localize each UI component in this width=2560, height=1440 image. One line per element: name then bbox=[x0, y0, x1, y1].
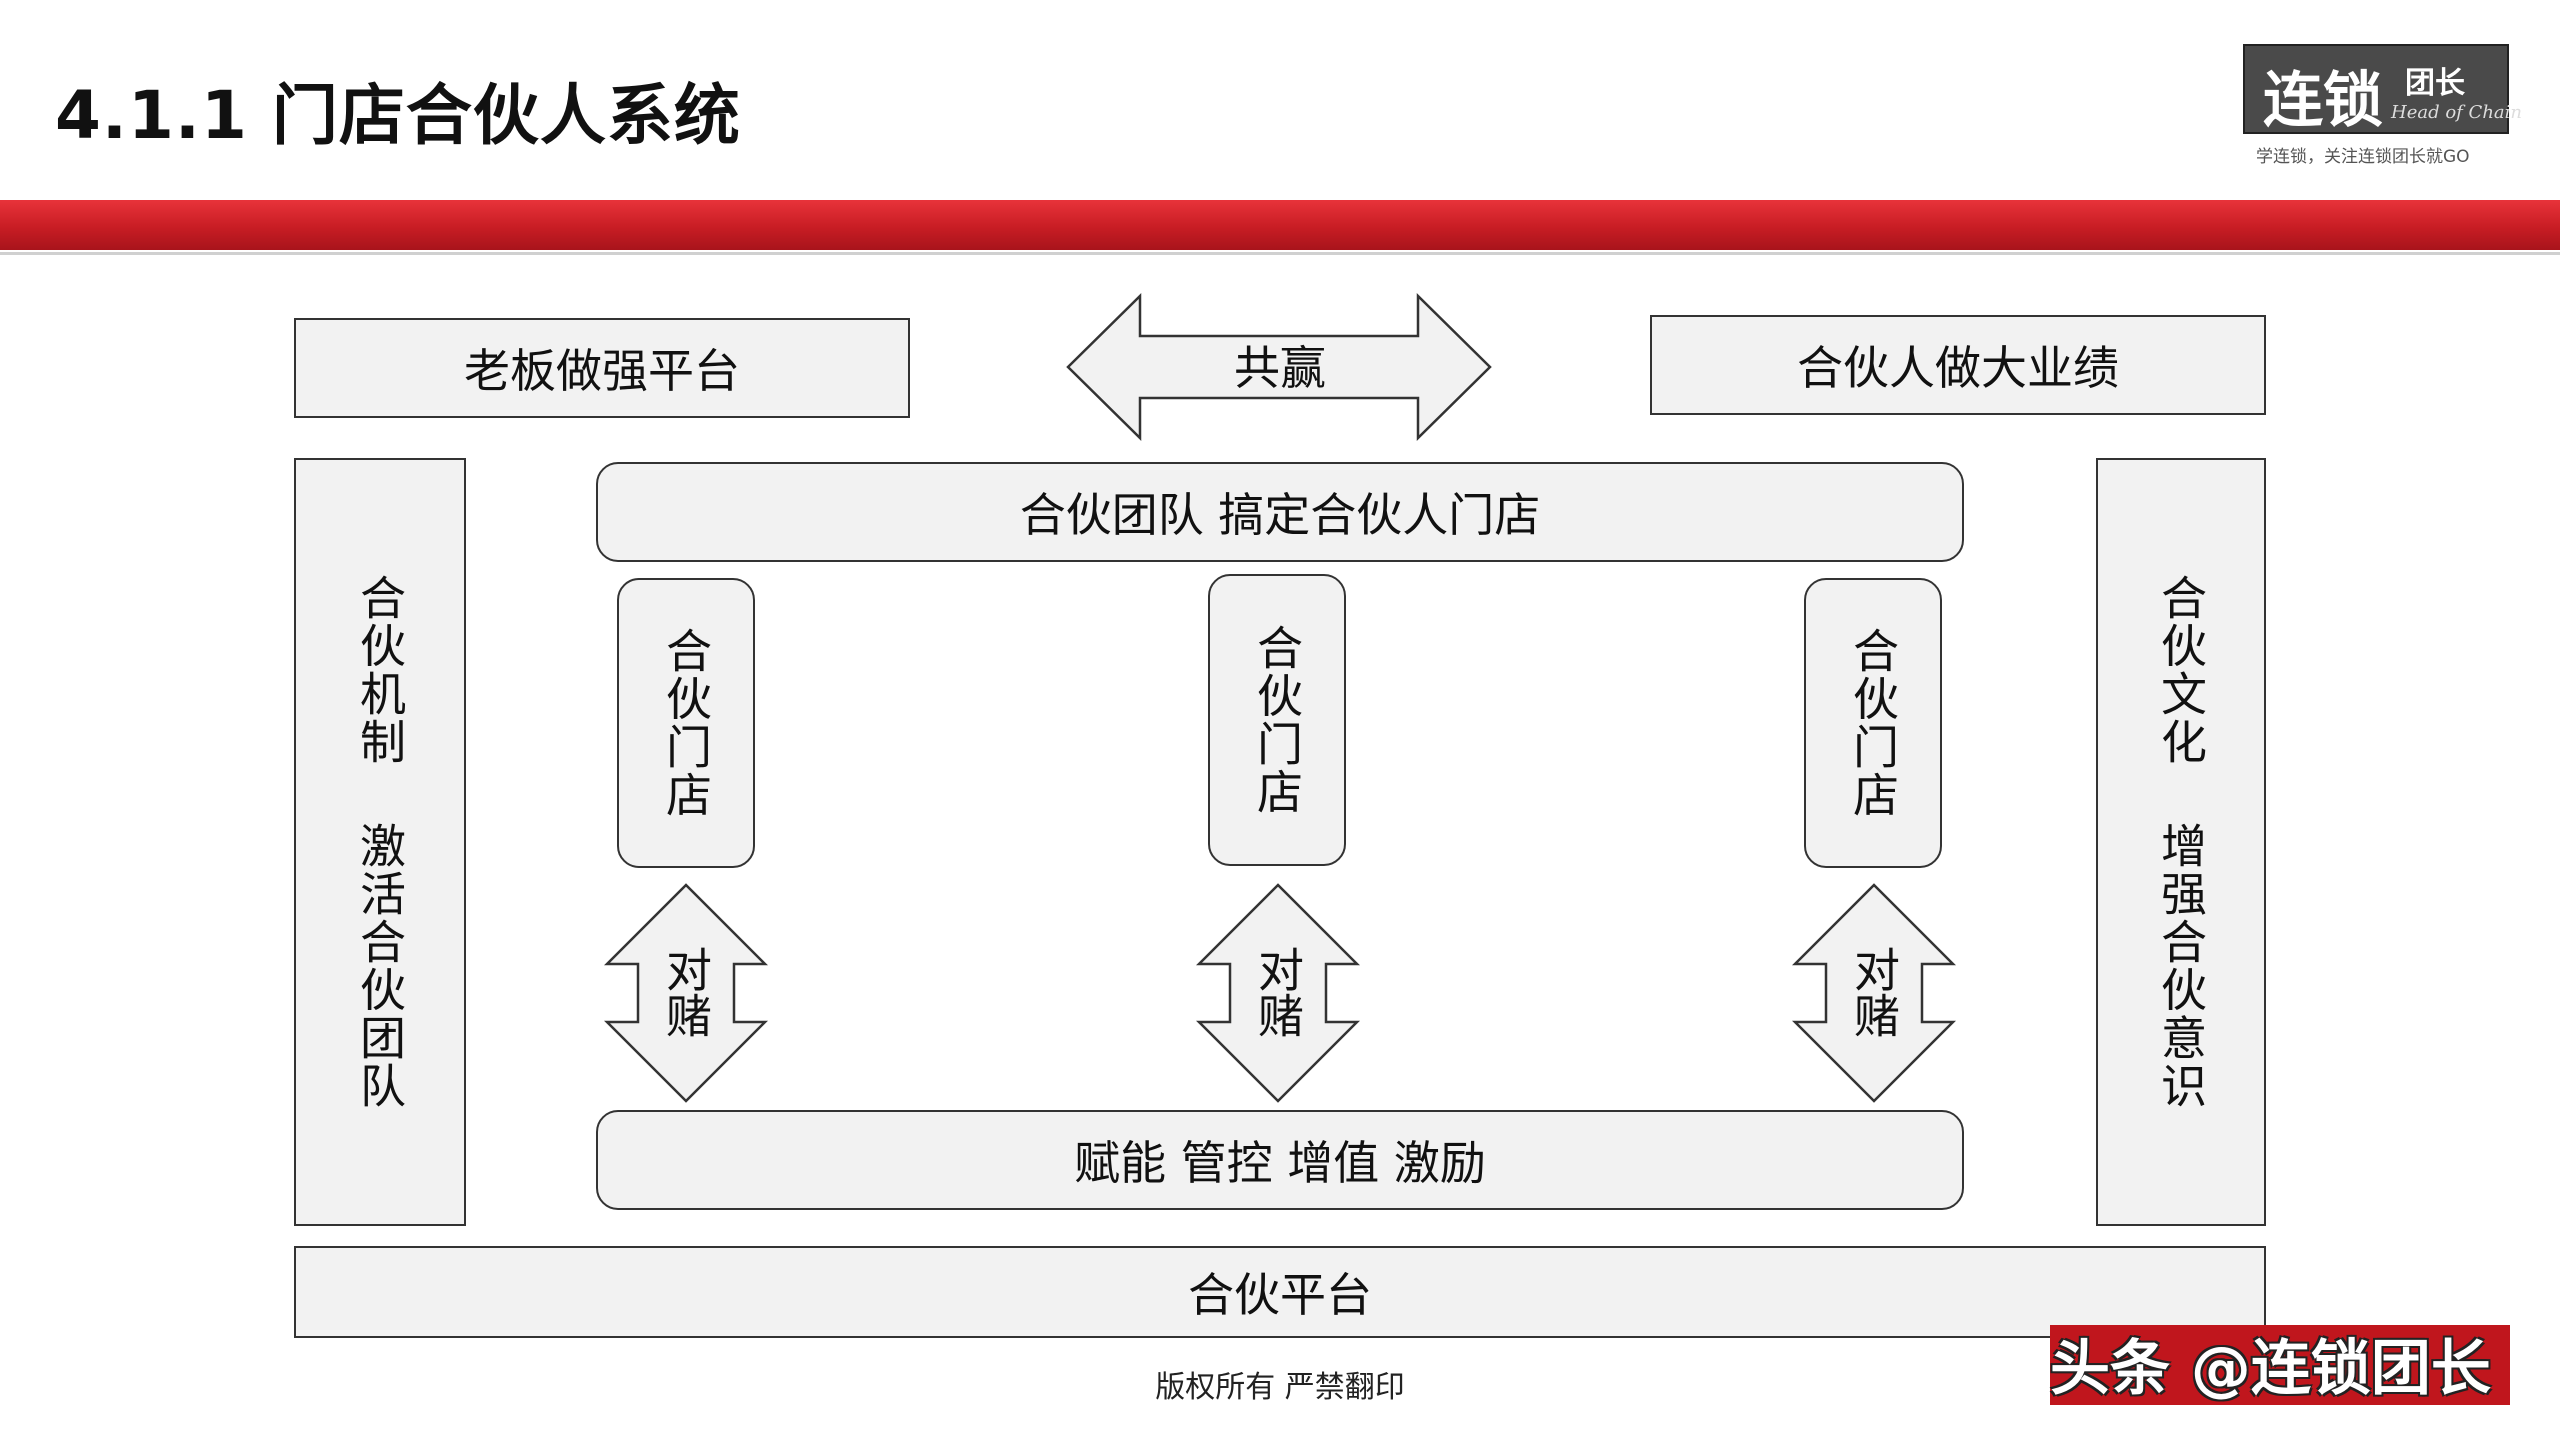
page-title: 4.1.1 门店合伙人系统 bbox=[55, 77, 741, 154]
bet-label-text: 对赌 bbox=[659, 946, 713, 1038]
partner-team-label: 合伙团队 搞定合伙人门店 bbox=[1019, 488, 1541, 542]
partner-store-label: 合伙门店 bbox=[1250, 624, 1304, 816]
watermark-background bbox=[2050, 1325, 2510, 1405]
boss-platform-label: 老板做强平台 bbox=[464, 344, 740, 398]
bet-double-arrow bbox=[1196, 883, 1360, 1103]
partner-store-box: 合伙门店 bbox=[1208, 574, 1346, 866]
copyright-notice: 版权所有 严禁翻印 bbox=[1155, 1370, 1405, 1405]
empower-control-label: 赋能 管控 增值 激励 bbox=[1074, 1136, 1486, 1190]
partner-platform-bar: 合伙平台 bbox=[294, 1246, 2266, 1338]
logo-sub-text: 团长 bbox=[2405, 66, 2465, 101]
bet-label-text: 对赌 bbox=[1251, 946, 1305, 1038]
bet-label-text: 对赌 bbox=[1847, 946, 1901, 1038]
win-win-label: 共赢 bbox=[1234, 341, 1326, 395]
win-win-double-arrow bbox=[1066, 293, 1492, 441]
boss-platform-box: 老板做强平台 bbox=[294, 318, 910, 418]
partner-performance-label: 合伙人做大业绩 bbox=[1797, 341, 2119, 395]
bet-label: 对赌 bbox=[1828, 932, 1920, 1052]
bet-double-arrow bbox=[604, 883, 768, 1103]
bet-double-arrow bbox=[1792, 883, 1956, 1103]
logo-tagline: 学连锁，关注连锁团长就GO bbox=[2256, 147, 2470, 167]
empower-control-bar: 赋能 管控 增值 激励 bbox=[596, 1110, 1964, 1210]
logo-main-text: 连锁 bbox=[2263, 66, 2383, 136]
watermark-text: 头条 @连锁团长 bbox=[2050, 1334, 2491, 1404]
partner-mechanism-column: 合伙机制 激活合伙团队 bbox=[294, 458, 466, 1226]
partner-culture-column: 合伙文化 增强合伙意识 bbox=[2096, 458, 2266, 1226]
partner-platform-label: 合伙平台 bbox=[1188, 1268, 1372, 1322]
partner-culture-label: 合伙文化 增强合伙意识 bbox=[2154, 574, 2208, 1110]
partner-store-box: 合伙门店 bbox=[1804, 578, 1942, 868]
bet-label: 对赌 bbox=[640, 932, 732, 1052]
partner-store-label: 合伙门店 bbox=[1846, 627, 1900, 819]
logo-english-text: Head of Chain bbox=[2391, 102, 2522, 123]
partner-mechanism-label: 合伙机制 激活合伙团队 bbox=[353, 574, 407, 1110]
partner-store-box: 合伙门店 bbox=[617, 578, 755, 868]
partner-performance-box: 合伙人做大业绩 bbox=[1650, 315, 2266, 415]
header-red-band bbox=[0, 200, 2560, 250]
header-divider bbox=[0, 252, 2560, 255]
partner-store-label: 合伙门店 bbox=[659, 627, 713, 819]
bet-label: 对赌 bbox=[1232, 932, 1324, 1052]
partner-team-bar: 合伙团队 搞定合伙人门店 bbox=[596, 462, 1964, 562]
brand-logo: 连锁 团长 Head of Chain bbox=[2243, 44, 2522, 136]
